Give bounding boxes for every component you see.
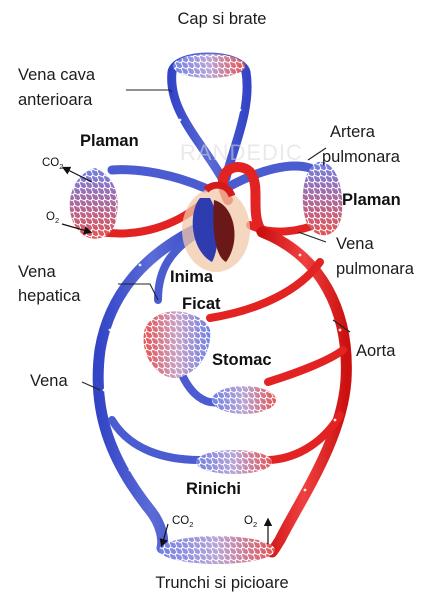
label-o2-lung: O2 — [46, 211, 59, 225]
label-cap-si-brate: Cap si brate — [178, 10, 267, 28]
label-rinichi: Rinichi — [186, 480, 241, 498]
left-pulmonary-artery — [112, 170, 205, 188]
stomach-artery-vessel — [268, 350, 343, 382]
label-vena-pulm-1: Vena — [336, 235, 374, 253]
right-lung-capillaries — [303, 162, 342, 235]
label-o2-trunk: O2 — [244, 515, 257, 529]
label-vena: Vena — [30, 372, 68, 390]
label-ficat: Ficat — [182, 295, 221, 313]
label-vena-hepatica-1: Vena — [18, 263, 56, 281]
label-trunchi: Trunchi si picioare — [155, 574, 288, 592]
label-stomac: Stomac — [212, 351, 272, 369]
label-plaman-left: Plaman — [80, 132, 139, 150]
label-artera-2: pulmonara — [322, 148, 401, 166]
heart — [182, 185, 250, 272]
watermark: RANDEDIC — [180, 140, 303, 165]
label-plaman-right: Plaman — [342, 191, 401, 209]
label-vena-hepatica-2: hepatica — [18, 287, 81, 305]
liver-capillaries — [144, 311, 211, 378]
label-vena-cava-2: anterioara — [18, 91, 93, 109]
label-aorta: Aorta — [356, 342, 396, 360]
trunk-legs-capillaries — [159, 536, 275, 564]
hepatic-artery-vessel — [210, 262, 320, 318]
labels: Cap si brate Vena cava anterioara Plaman… — [18, 10, 415, 592]
label-co2-lung: CO2 — [42, 157, 63, 171]
label-vena-pulm-2: pulmonara — [336, 260, 415, 278]
stomach-capillaries — [212, 386, 276, 414]
head-arms-capillaries — [173, 54, 245, 78]
kidney-vein-vessel — [112, 420, 200, 460]
kidney-capillaries — [196, 450, 272, 474]
label-co2-trunk: CO2 — [172, 515, 193, 529]
label-inima: Inima — [170, 268, 214, 286]
label-vena-cava-1: Vena cava — [18, 66, 96, 84]
label-artera-1: Artera — [330, 123, 376, 141]
